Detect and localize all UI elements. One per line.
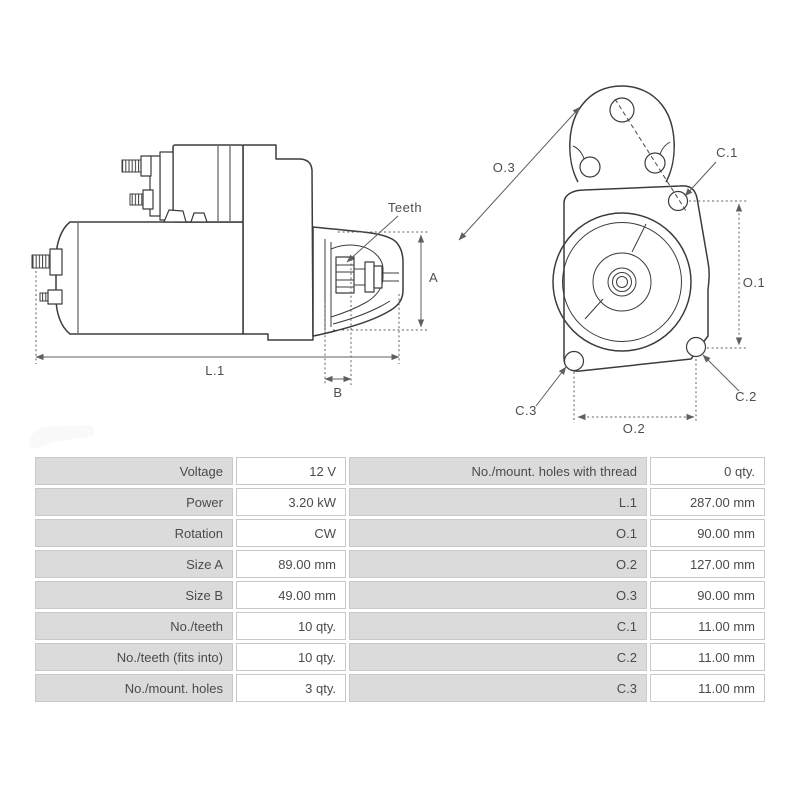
dim-label-a: A [429, 270, 438, 285]
dim-label-b: B [333, 385, 342, 400]
spec-label: No./teeth (fits into) [35, 643, 233, 671]
terminal-nut-lower [142, 189, 154, 210]
side-view-drawing: Teeth A L.1 B [31, 144, 438, 400]
dim-label-l1: L.1 [205, 363, 225, 378]
terminal-nut-upper [140, 155, 152, 177]
dim-label-c2: C.2 [735, 389, 757, 404]
barrel-outline [552, 212, 692, 352]
c3-leader-line [535, 366, 567, 407]
spec-value: 11.00 mm [650, 674, 765, 702]
drive-bell-housing [312, 226, 404, 337]
shaft-nut [364, 261, 375, 293]
shaft-hub [607, 267, 637, 297]
solenoid-cap [149, 155, 161, 217]
spec-label: C.2 [349, 643, 647, 671]
lower-bolt-thread [39, 292, 49, 302]
dim-label-c1: C.1 [716, 145, 738, 160]
teeth-leader-line [346, 215, 399, 263]
spec-label: C.3 [349, 674, 647, 702]
spec-value: 90.00 mm [650, 519, 765, 547]
spec-value: 10 qty. [236, 643, 346, 671]
motor-body [55, 221, 244, 335]
teeth-label: Teeth [388, 200, 422, 215]
spec-value: 90.00 mm [650, 581, 765, 609]
dim-line-o3 [458, 106, 581, 241]
spec-label: O.2 [349, 550, 647, 578]
solenoid-foot [163, 209, 187, 223]
spec-value: 12 V [236, 457, 346, 485]
spec-label: No./teeth [35, 612, 233, 640]
spec-label: Voltage [35, 457, 233, 485]
spec-value: 89.00 mm [236, 550, 346, 578]
solenoid-body [172, 144, 244, 223]
through-bolt-thread [31, 254, 51, 269]
spec-value: 11.00 mm [650, 643, 765, 671]
spec-value: 49.00 mm [236, 581, 346, 609]
c2-leader-line [702, 354, 740, 392]
mount-hole-c2 [685, 336, 707, 358]
spec-label: O.1 [349, 519, 647, 547]
lower-bolt [47, 289, 63, 305]
c1-leader-line [684, 161, 717, 197]
terminal-stud-upper [121, 159, 142, 173]
spec-label: L.1 [349, 488, 647, 516]
spec-value: 10 qty. [236, 612, 346, 640]
drive-frame [242, 144, 314, 341]
solenoid-foot [190, 212, 208, 223]
spec-label: Size A [35, 550, 233, 578]
front-view-drawing: O.3 C.1 O.1 C.2 C.3 O.2 [458, 85, 765, 436]
dim-label-o1: O.1 [743, 275, 765, 290]
spec-label: O.3 [349, 581, 647, 609]
spec-label: Rotation [35, 519, 233, 547]
pinion-gear [335, 256, 355, 294]
spec-label: No./mount. holes with thread [349, 457, 647, 485]
starter-motor-technical-drawing: Teeth A L.1 B [29, 85, 765, 449]
spec-value: 3 qty. [236, 674, 346, 702]
spec-value: 3.20 kW [236, 488, 346, 516]
spec-value: CW [236, 519, 346, 547]
terminal-stud-lower [129, 193, 144, 206]
shaft-nut-tip [373, 265, 383, 289]
top-bolt-hole [609, 97, 635, 123]
spec-label: Size B [35, 581, 233, 609]
spec-value: 287.00 mm [650, 488, 765, 516]
spec-label: Power [35, 488, 233, 516]
dim-label-o3: O.3 [493, 160, 515, 175]
mount-hole-c3 [563, 350, 585, 372]
through-bolt-nut [49, 248, 63, 276]
spec-table: Voltage 12 V No./mount. holes with threa… [35, 457, 765, 702]
spec-value: 11.00 mm [650, 612, 765, 640]
dim-label-o2: O.2 [623, 421, 645, 436]
spec-value: 127.00 mm [650, 550, 765, 578]
mount-hole-c1 [667, 190, 689, 212]
watermark [29, 425, 95, 449]
spec-label: No./mount. holes [35, 674, 233, 702]
spec-label: C.1 [349, 612, 647, 640]
lug-hole [579, 156, 601, 178]
dim-label-c3: C.3 [515, 403, 537, 418]
spec-value: 0 qty. [650, 457, 765, 485]
